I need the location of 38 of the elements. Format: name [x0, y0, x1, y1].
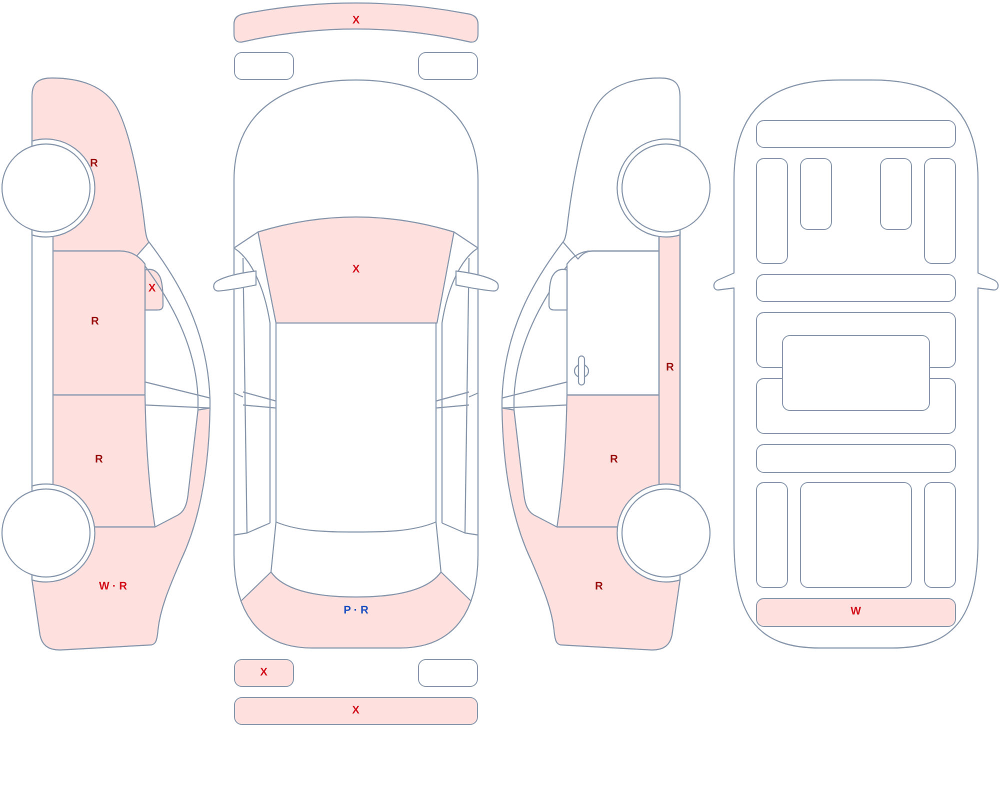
damage-code: R	[595, 582, 603, 592]
damage-code: X	[148, 284, 156, 294]
damage-code: X	[260, 667, 268, 678]
door-panel	[52, 250, 146, 396]
rounded-panel	[418, 52, 478, 80]
damage-code: R	[666, 362, 674, 374]
damage-code: R	[95, 454, 103, 466]
rounded-panel	[234, 52, 294, 80]
damage-code: P · R	[344, 606, 368, 616]
damage-code: W	[850, 606, 861, 618]
damage-code: X	[352, 264, 360, 276]
door-panel	[52, 394, 156, 528]
underbody-panel	[756, 598, 956, 627]
underbody-panel	[756, 120, 956, 148]
underbody-panel	[800, 482, 912, 588]
windshield-panel	[257, 216, 455, 324]
bumper-strip	[234, 697, 478, 725]
damage-code: W · R	[98, 582, 128, 592]
underbody-panel	[756, 158, 788, 264]
underbody-panel	[756, 482, 788, 588]
bumper-strip	[233, 2, 479, 44]
underbody-panel	[756, 444, 956, 473]
damage-code: X	[352, 705, 360, 716]
rear-bumper-panel	[240, 571, 472, 649]
damage-code: R	[610, 454, 618, 466]
underbody-panel	[782, 335, 930, 411]
damage-code: X	[352, 16, 360, 26]
damage-code: R	[91, 316, 99, 328]
rounded-panel	[418, 659, 478, 687]
underbody-panel	[800, 158, 832, 230]
underbody-panel	[880, 158, 912, 230]
underbody-panel	[924, 482, 956, 588]
underbody-panel	[756, 274, 956, 302]
rounded-panel	[234, 659, 294, 687]
underbody-panel	[756, 378, 956, 434]
side-mirror	[144, 267, 164, 311]
underbody-panel	[924, 158, 956, 264]
damage-code: R	[90, 158, 98, 170]
